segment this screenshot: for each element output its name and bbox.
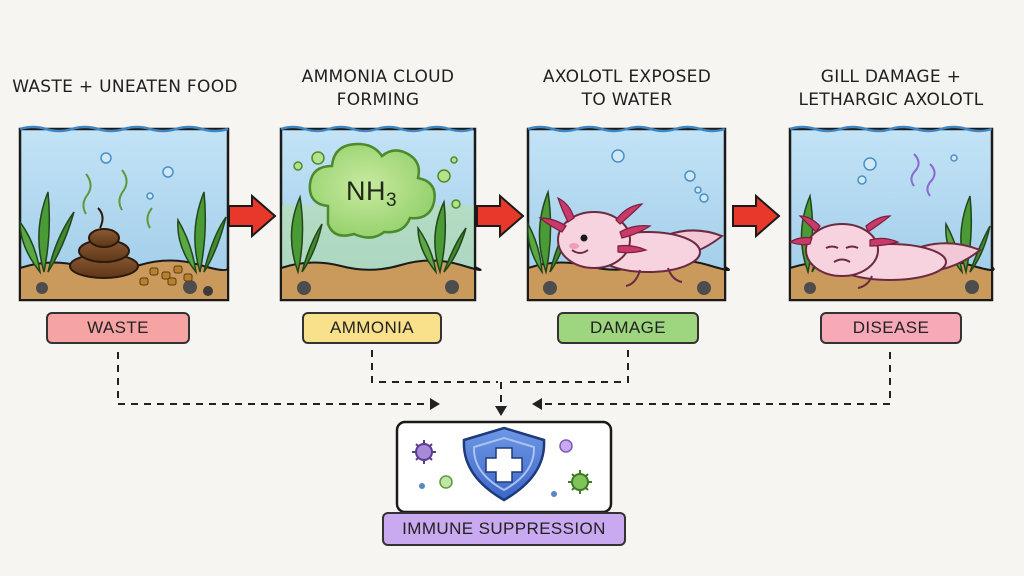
sick-squiggles [910,153,936,197]
uneaten-food-pellets [139,265,193,286]
label-text: IMMUNE SUPPRESSION [402,519,606,538]
pebble [697,281,711,295]
caption-line: AMMONIA CLOUD [301,67,455,87]
tank-ammonia [279,125,482,302]
ammonia-cloud-icon [308,142,436,239]
lethargic-axolotl-icon [788,215,982,289]
pebble [297,281,311,295]
arrow-right-icon [228,193,277,239]
caption-line: TO WATER [581,90,673,110]
virus-icon [568,470,592,494]
stage-caption-ammonia: AMMONIA CLOUD FORMING [258,66,498,112]
label-text: DISEASE [852,318,930,337]
pebble [445,280,459,294]
caption-line: GILL DAMAGE + [820,67,962,87]
germ-dot [559,439,573,453]
ammonia-formula: NH3 [346,176,397,212]
arrow-right-icon [732,193,781,239]
formula-text: NH [346,176,386,206]
caption-line: AXOLOTL EXPOSED [542,67,712,87]
arrow-right-icon [476,193,525,239]
pebble [203,286,213,296]
bubbles [100,152,174,200]
tank-waste [18,125,230,302]
stage-caption-damage: AXOLOTL EXPOSED TO WATER [507,66,747,112]
caption-line: WASTE + UNEATEN FOOD [12,77,238,97]
label-text: DAMAGE [589,318,667,337]
plant-icon [19,191,75,275]
sand-bed [280,259,482,301]
water-surface [280,125,474,133]
pebble [183,280,197,294]
pebble [804,282,816,294]
plant-icon [290,194,323,275]
plant-icon [417,199,467,275]
outcome-panel [395,420,613,514]
stage-caption-disease: GILL DAMAGE + LETHARGIC AXOLOTL [771,66,1011,112]
outcome-label: IMMUNE SUPPRESSION [382,512,626,546]
axolotl-icon [538,196,724,287]
tank-damage [526,125,730,302]
germ-dot [419,483,425,489]
connector-arrowheads [430,398,542,416]
caption-line: LETHARGIC AXOLOTL [798,90,984,110]
label-text: AMMONIA [329,318,415,337]
bubbles [611,149,709,203]
water-surface [19,125,229,133]
germ-dot [439,475,453,489]
stage-label-waste: WASTE [46,312,190,344]
stage-label-disease: DISEASE [820,312,962,344]
stage-label-damage: DAMAGE [557,312,699,344]
formula-subscript: 3 [386,190,398,211]
pebble [543,281,557,295]
stage-label-ammonia: AMMONIA [302,312,442,344]
water-surface [789,125,992,133]
label-text: WASTE [87,318,149,337]
bubbles [857,154,958,185]
shield-plus-icon [462,426,546,502]
ammonia-bubbles [293,151,461,209]
stink-lines [82,169,153,229]
tank-disease [788,125,995,302]
dashed-connectors [117,350,891,410]
pebble [965,280,979,294]
germ-dot [551,491,557,497]
red-arrows [228,193,781,239]
stage-caption-waste: WASTE + UNEATEN FOOD [5,76,245,99]
caption-line: FORMING [336,90,420,110]
water-surface [527,125,726,133]
pebble [36,282,48,294]
plant-icon [177,191,227,275]
waste-pile-icon [69,207,139,279]
virus-icon [412,440,436,464]
